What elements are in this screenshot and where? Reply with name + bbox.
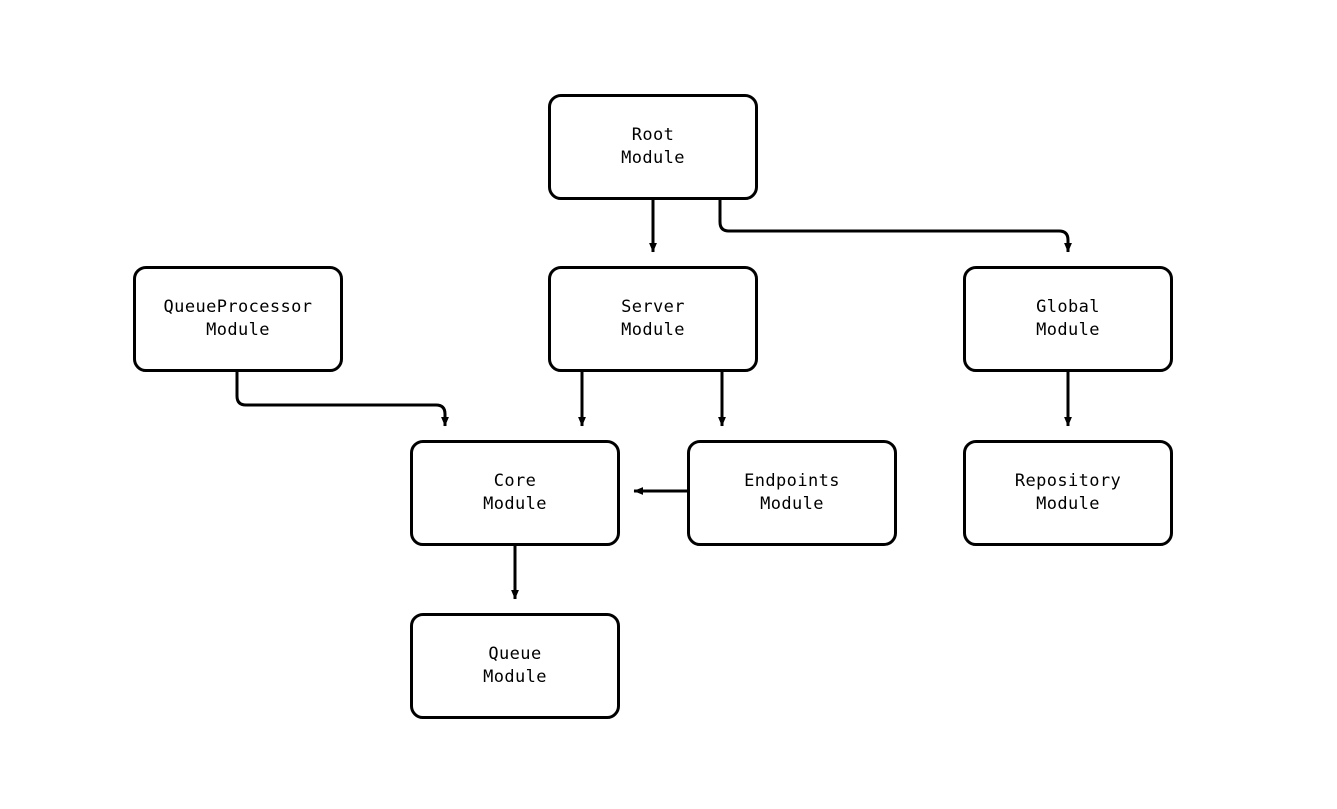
edge-queueprocessor-to-core bbox=[235, 372, 449, 427]
node-queue-label-line2: Module bbox=[483, 667, 547, 687]
node-repository-label-line1: Repository bbox=[1014, 470, 1122, 491]
node-global-label-line2: Module bbox=[1036, 320, 1100, 340]
node-server-label-line2: Module bbox=[621, 320, 685, 340]
node-repository-label-line2: Module bbox=[1036, 494, 1100, 514]
node-global-label-line1: Global bbox=[1036, 296, 1100, 317]
node-root-label-line1: Root bbox=[631, 124, 675, 145]
node-queue-label-line1: Queue bbox=[488, 643, 542, 664]
node-endpoints-label-line1: Endpoints bbox=[744, 470, 840, 491]
node-queueprocessor-label-line2: Module bbox=[206, 320, 270, 340]
node-root-label-line2: Module bbox=[621, 148, 685, 168]
node-queueprocessor-label-line1: QueueProcessor bbox=[163, 296, 313, 317]
node-core-label-line1: Core bbox=[493, 470, 537, 491]
node-server-label-line1: Server bbox=[621, 296, 685, 317]
node-endpoints-label-line2: Module bbox=[760, 494, 824, 514]
edge-root-to-global bbox=[718, 200, 1072, 253]
edges-group bbox=[235, 200, 1072, 600]
node-core-label-line2: Module bbox=[483, 494, 547, 514]
